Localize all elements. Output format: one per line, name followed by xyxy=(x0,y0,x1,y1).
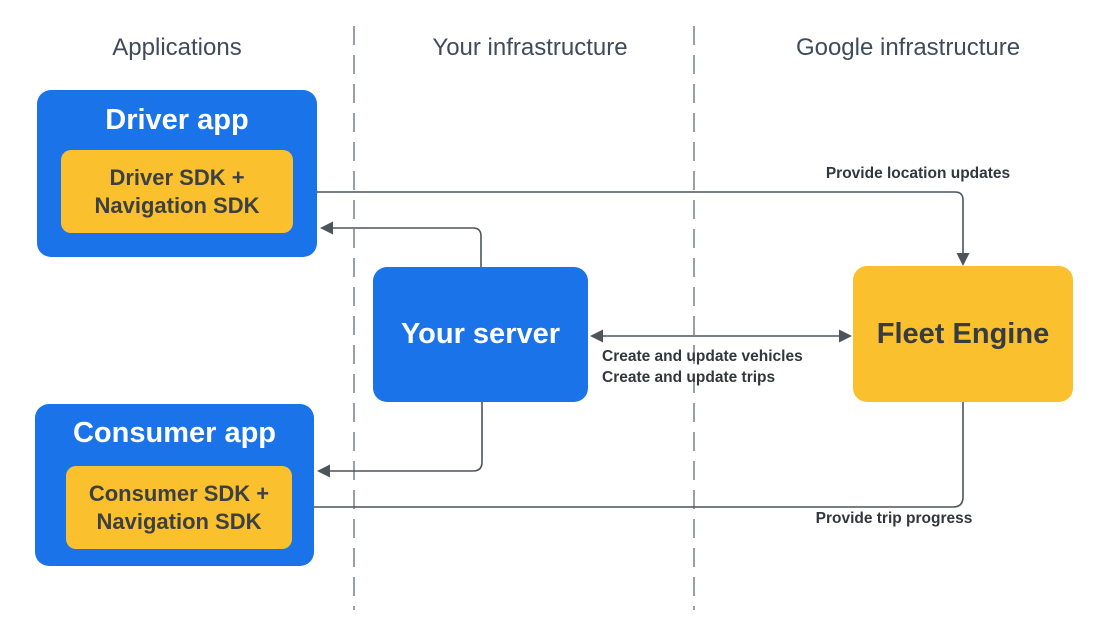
arrowhead-into-fleet-engine-left xyxy=(839,329,852,343)
column-header-google-infrastructure: Google infrastructure xyxy=(795,34,1021,61)
edge-label-create-update-trips: Create and update trips xyxy=(602,369,776,386)
driver-app-title: Driver app xyxy=(105,104,249,136)
edge-label-create-update-vehicles: Create and update vehicles xyxy=(602,348,803,365)
arrow-server-to-driver-app xyxy=(333,227,482,267)
consumer-sdk-label-line2: Navigation SDK xyxy=(96,508,262,534)
your-server-title: Your server xyxy=(400,318,561,350)
node-consumer-app: Consumer app Consumer SDK + Navigation S… xyxy=(35,404,314,566)
node-fleet-engine: Fleet Engine xyxy=(853,266,1073,402)
arrowhead-into-fleet-engine-top xyxy=(956,253,970,266)
edge-label-provide-location-updates: Provide location updates xyxy=(825,165,1011,182)
driver-sdk-label-line1: Driver SDK + xyxy=(109,164,245,190)
edge-label-provide-trip-progress: Provide trip progress xyxy=(815,510,973,527)
column-divider-right xyxy=(693,26,695,610)
arrow-provide-trip-progress xyxy=(308,402,964,508)
node-driver-app: Driver app Driver SDK + Navigation SDK xyxy=(37,90,317,257)
node-consumer-sdk: Consumer SDK + Navigation SDK xyxy=(66,466,292,549)
consumer-app-title: Consumer app xyxy=(72,417,277,449)
consumer-sdk-label-line1: Consumer SDK + xyxy=(88,480,270,506)
column-divider-left xyxy=(353,26,355,610)
fleet-engine-title: Fleet Engine xyxy=(876,317,1050,350)
node-driver-sdk: Driver SDK + Navigation SDK xyxy=(61,150,293,233)
column-header-applications: Applications xyxy=(112,34,242,61)
arrowhead-into-your-server xyxy=(590,329,603,343)
driver-sdk-label-line2: Navigation SDK xyxy=(94,192,260,218)
arrow-provide-location-updates xyxy=(293,191,964,253)
node-your-server: Your server xyxy=(373,267,588,402)
arrowhead-into-consumer-app xyxy=(317,464,330,478)
arrowhead-into-driver-app xyxy=(320,221,333,235)
column-header-your-infrastructure: Your infrastructure xyxy=(432,34,628,61)
